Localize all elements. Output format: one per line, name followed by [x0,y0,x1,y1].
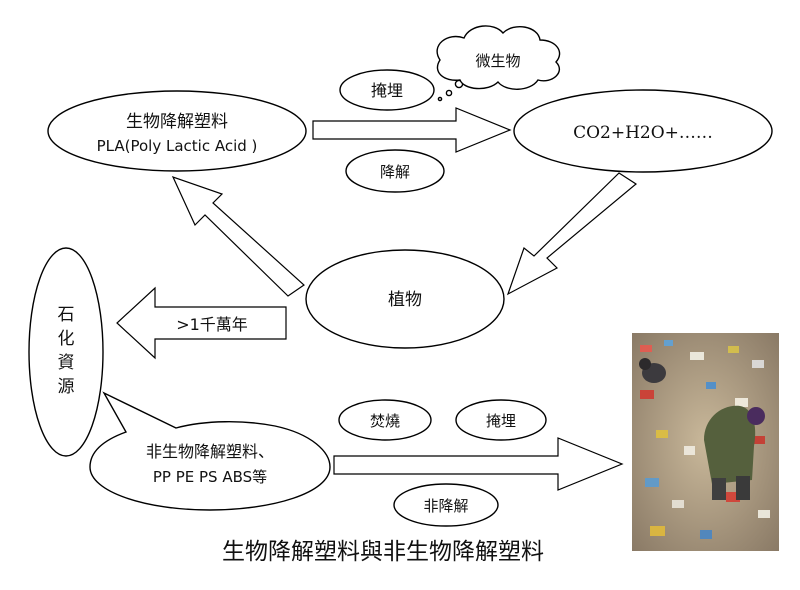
arrow-plant-to-bio [171,175,305,297]
landfill-photo [632,333,779,551]
arrow-bio-to-co2 [312,107,512,153]
svg-text:非降解: 非降解 [423,497,468,515]
thought-dot-small [437,96,443,102]
svg-text:焚燒: 焚燒 [370,412,400,430]
worker-figure-left [639,358,666,383]
fossil-char-3: 資 [58,353,75,373]
arrow-to-landfill [333,437,624,491]
thought-dot-medium [445,89,453,97]
bury-label-bottom: 掩埋 [455,399,547,441]
incinerate-label: 焚燒 [338,399,432,441]
worker-figure-right [704,405,765,500]
bury-label-top: 掩埋 [339,69,435,111]
arrow-to-fossil: >1千萬年 [116,286,287,360]
bio-plastic-subtitle: PLA(Poly Lactic Acid ) [97,137,258,155]
co2-label: CO2+H2O+…… [573,123,713,143]
plant-label: 植物 [388,290,422,310]
svg-text:微生物: 微生物 [475,52,520,70]
co2-node: CO2+H2O+…… [513,89,773,173]
microbes-cloud: 微生物 [436,25,561,90]
bio-plastic-node: 生物降解塑料 PLA(Poly Lactic Acid ) [47,90,307,172]
degrade-label: 降解 [345,149,445,193]
non-bio-title: 非生物降解塑料、 [146,442,274,461]
fossil-char-2: 化 [58,329,75,349]
svg-text:掩埋: 掩埋 [486,412,516,430]
non-bio-plastic-node: 非生物降解塑料、 PP PE PS ABS等 [89,391,331,511]
svg-text:掩埋: 掩埋 [371,81,403,100]
fossil-node: 石 化 資 源 [28,247,104,457]
page-title: 生物降解塑料與非生物降解塑料 [222,539,544,565]
plant-node: 植物 [305,249,505,349]
bio-plastic-title: 生物降解塑料 [126,112,228,132]
svg-text:降解: 降解 [380,163,410,181]
non-bio-subtitle: PP PE PS ABS等 [153,468,267,486]
fossil-char-4: 源 [58,377,75,397]
arrow-co2-to-plant [506,172,638,296]
million-years-label: >1千萬年 [176,315,248,334]
fossil-char-1: 石 [58,305,75,325]
non-degrade-label: 非降解 [393,483,499,527]
